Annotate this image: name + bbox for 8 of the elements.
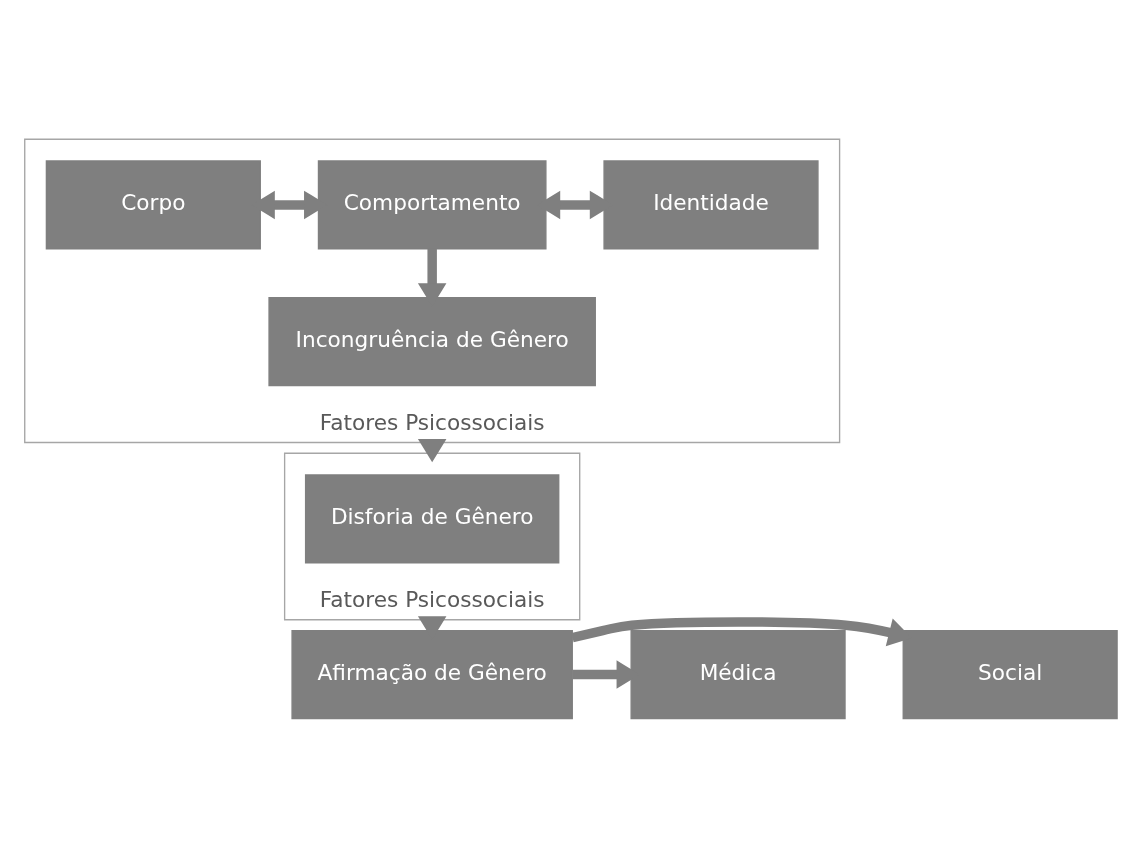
node-box: Comportamento (317, 160, 547, 250)
node-box: Corpo (45, 160, 261, 250)
node-box: Médica (630, 629, 846, 720)
node-box: Afirmação de Gênero (291, 629, 573, 720)
node-box: Identidade (603, 160, 819, 250)
node-box: Disforia de Gênero (304, 474, 560, 564)
node-box: Social (902, 629, 1118, 720)
node-box: Incongruência de Gênero (268, 296, 596, 387)
